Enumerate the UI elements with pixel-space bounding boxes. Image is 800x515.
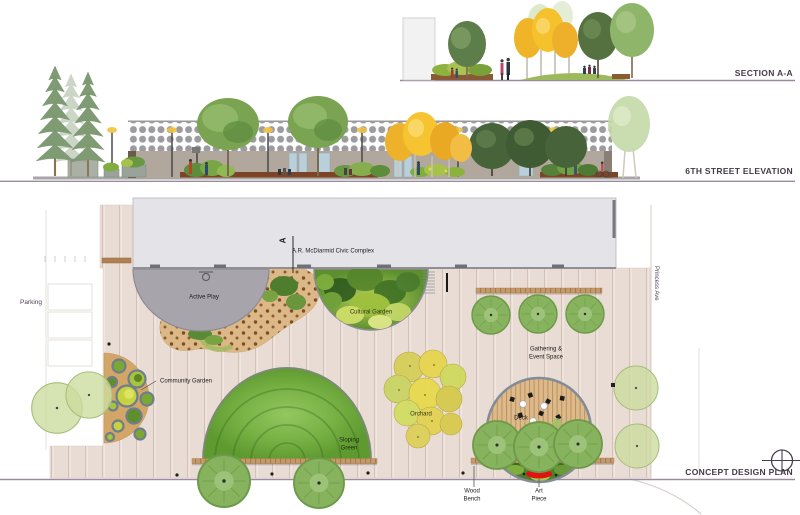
sloping-green-lawn — [191, 367, 378, 509]
lawn-bench — [191, 458, 378, 464]
section-aa-drawing — [400, 1, 795, 82]
community-garden-label: Community Garden — [159, 378, 213, 385]
orchard-trees — [383, 349, 467, 449]
plaza-bollards — [107, 342, 615, 477]
section-shade-trees-right — [578, 3, 654, 79]
section-aa-title: SECTION A-A — [734, 68, 793, 78]
building-label: A.R. McDiarmid Civic Complex — [291, 248, 375, 255]
section-planting-bed — [431, 61, 493, 80]
wood-deck — [470, 376, 615, 484]
gathering-event-space-label: Gathering & Event Space — [528, 346, 564, 361]
cultural-garden-area — [313, 268, 429, 331]
sloping-green-label: Sloping Green — [338, 437, 360, 452]
plaza-stairs — [423, 271, 448, 294]
plan-title: CONCEPT DESIGN PLAN — [685, 467, 793, 477]
section-bench — [612, 74, 630, 79]
active-play-label: Active Play — [189, 294, 219, 301]
building-door-marks — [150, 264, 564, 268]
community-garden-area — [103, 352, 157, 444]
west-bench — [101, 257, 132, 264]
art-piece-label: Art Piece — [531, 488, 547, 503]
section-people-walking — [451, 57, 510, 80]
wood-bench-label: Wood Bench — [463, 488, 481, 503]
section-people-sitting — [583, 64, 596, 74]
building-footprint — [132, 197, 617, 273]
section-shade-tree-left — [448, 21, 486, 78]
street-elevation-drawing — [0, 65, 795, 183]
elevation-trees — [197, 96, 650, 179]
orchard-label: Orchard — [410, 411, 432, 418]
north-compass-icon — [762, 449, 800, 472]
label-leader-lines — [473, 466, 540, 487]
cultural-garden-label: Cultural Garden — [349, 309, 393, 316]
basketball-hoop-icon — [199, 271, 213, 281]
section-building-wall — [402, 17, 436, 81]
princess-ave-label: Princess Ave — [653, 266, 659, 301]
active-play-area — [132, 268, 270, 332]
section-aspen-grove — [514, 1, 578, 79]
deck-label: Deck — [514, 415, 528, 422]
elevation-title: 6TH STREET ELEVATION — [685, 166, 793, 176]
section-lawn-mound — [520, 73, 628, 80]
gathering-event-space-trees — [471, 287, 605, 335]
parking-label: Parking — [20, 299, 43, 306]
concept-plan-drawing — [0, 197, 800, 515]
pine-trees — [35, 65, 106, 177]
section-marker-label: A — [278, 237, 288, 244]
